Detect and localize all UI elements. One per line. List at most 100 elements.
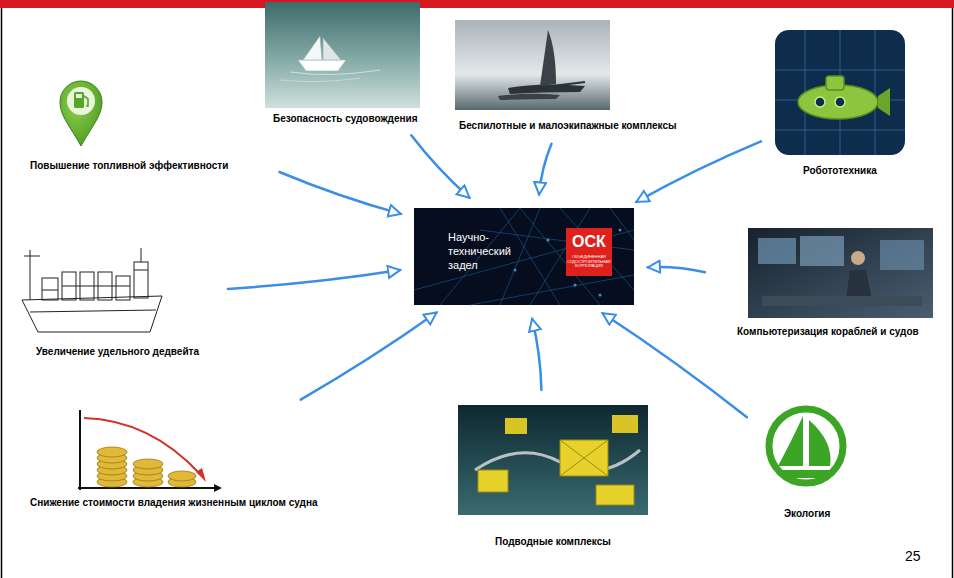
topic-item: Подводные комплексы <box>450 400 655 550</box>
container-ship-drawing <box>30 310 156 312</box>
topic-caption: Повышение топливной эффективности <box>30 160 228 172</box>
fuel-pin-icon <box>76 94 82 98</box>
arrow-connector <box>280 172 401 214</box>
topic-item: Компьютеризация кораблей и судов <box>715 226 940 340</box>
robot-submarine-icon <box>775 30 905 155</box>
ecology-icon <box>809 420 831 466</box>
center-panel-network <box>574 284 577 287</box>
top-bar <box>0 0 954 8</box>
center-panel-network <box>514 229 622 297</box>
center-panel-network <box>514 269 517 272</box>
topic-item: Снижение стоимости владения жизненным ци… <box>28 405 385 515</box>
topic-item: Повышение топливной эффективности <box>28 78 270 176</box>
subsea-photo <box>458 405 648 515</box>
robot-submarine-icon <box>815 97 825 107</box>
cost-graph-icon <box>168 471 196 481</box>
arrow-connector <box>532 319 541 390</box>
cost-graph-icon <box>214 484 222 492</box>
center-panel-network <box>414 208 634 305</box>
trimaran-photo <box>498 94 560 100</box>
logo-box: ОСКОБЪЕДИНЕННАЯ СУДОСТРОИТЕЛЬНАЯ КОРПОРА… <box>566 228 612 276</box>
subsea-photo <box>475 450 640 471</box>
frame-line <box>1 8 3 578</box>
cost-graph-icon <box>84 418 200 474</box>
topic-caption: Робототехника <box>803 165 877 177</box>
center-box: Научно-технический заделОСКОБЪЕДИНЕННАЯ … <box>414 208 634 305</box>
arrow-connector <box>603 313 747 417</box>
container-ship-drawing <box>24 250 40 300</box>
trimaran-photo <box>455 20 610 110</box>
fuel-pin-icon <box>67 87 95 115</box>
logo-caption: ОБЪЕДИНЕННАЯ СУДОСТРОИТЕЛЬНАЯ КОРПОРАЦИЯ <box>567 255 611 269</box>
center-panel-network <box>470 275 634 305</box>
container-ship-drawing <box>22 296 162 332</box>
computer-bridge-photo <box>762 296 922 306</box>
topic-caption: Безопасность судовождения <box>273 113 418 125</box>
center-panel-network <box>547 239 550 242</box>
computer-bridge-photo <box>748 228 933 318</box>
sea-boat-photo <box>265 2 420 108</box>
arrow-connector <box>411 135 469 197</box>
center-panel-network <box>414 208 634 305</box>
trimaran-photo <box>455 20 610 110</box>
subsea-photo <box>560 440 608 476</box>
ecology-icon <box>769 409 843 483</box>
container-ship-drawing <box>42 278 58 300</box>
container-ship-drawing <box>22 248 162 332</box>
topic-item: Робототехника <box>770 28 910 178</box>
arrow-connector <box>301 313 437 400</box>
arrow-connector <box>636 141 761 202</box>
topic-caption: Снижение стоимости владения жизненным ци… <box>30 497 318 509</box>
topic-caption: Увеличение удельного дедвейта <box>36 346 199 358</box>
sea-boat-photo <box>280 78 360 82</box>
topic-item: Беспилотные и малоэкипажные комплексы <box>448 18 688 134</box>
frame-line <box>952 8 954 578</box>
arrow-connector <box>648 267 705 272</box>
subsea-photo <box>478 470 508 492</box>
subsea-photo <box>596 485 634 505</box>
robot-submarine-icon <box>835 97 845 107</box>
center-panel-network <box>560 208 634 290</box>
cost-graph-icon <box>133 459 163 469</box>
computer-bridge-photo <box>800 236 844 266</box>
page-number: 25 <box>905 548 921 564</box>
topic-caption: Экология <box>784 508 830 520</box>
robot-submarine-icon <box>826 76 844 90</box>
computer-bridge-photo <box>880 240 924 270</box>
subsea-photo <box>560 440 608 476</box>
arrow-connector <box>539 144 551 195</box>
frame-line <box>2 8 953 578</box>
cost-graph-icon <box>97 447 196 487</box>
subsea-photo <box>505 418 527 434</box>
topic-item: Экология <box>755 400 860 522</box>
computer-bridge-photo <box>748 228 933 318</box>
ecology-icon <box>778 416 803 466</box>
fuel-pin-icon <box>60 81 102 146</box>
container-ship-drawing <box>134 248 148 270</box>
sea-boat-photo <box>323 38 341 60</box>
center-panel-network <box>599 294 602 297</box>
sea-boat-photo <box>265 2 420 108</box>
fuel-pin-icon <box>60 81 102 146</box>
cost-graph-icon <box>79 410 81 490</box>
trimaran-photo <box>540 30 556 86</box>
sea-boat-photo <box>303 36 322 60</box>
topic-item: Увеличение удельного дедвейта <box>18 240 218 362</box>
robot-submarine-icon <box>775 30 905 155</box>
center-panel-network <box>619 229 622 232</box>
center-panel-network <box>610 208 634 240</box>
ecology-icon <box>769 409 843 483</box>
container-ship-drawing <box>116 276 130 300</box>
trimaran-photo <box>520 82 585 90</box>
topic-item: Безопасность судовождения <box>250 0 440 128</box>
subsea-photo <box>612 415 638 433</box>
arrow-connector <box>228 270 400 289</box>
sea-boat-photo <box>298 60 346 71</box>
computer-bridge-photo <box>758 238 796 264</box>
computer-bridge-photo <box>851 251 865 265</box>
topic-caption: Подводные комплексы <box>495 536 611 548</box>
